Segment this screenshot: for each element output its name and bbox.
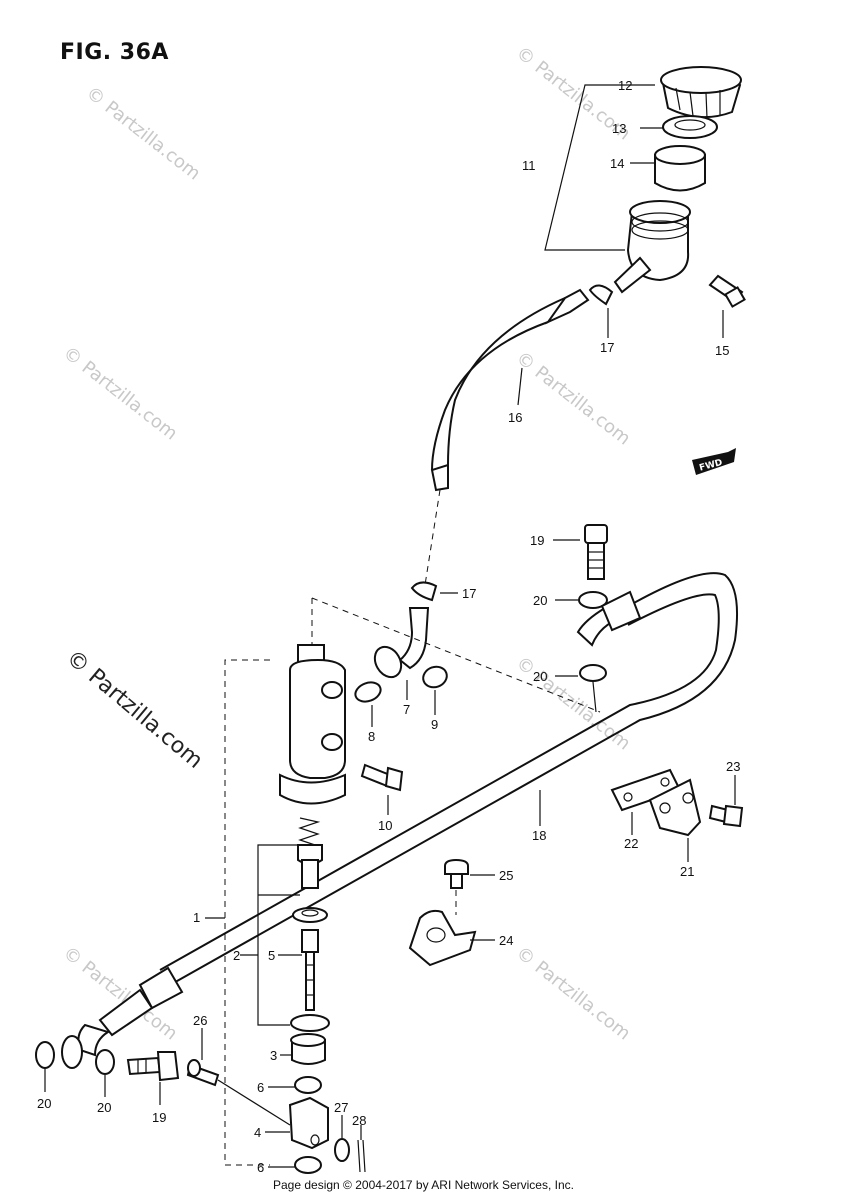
callout-1: 1 xyxy=(193,910,200,925)
banjo-bolt-19b xyxy=(126,1051,180,1082)
dashed-path xyxy=(224,659,270,1166)
nut-6b xyxy=(294,1156,322,1174)
nut-6a xyxy=(294,1076,322,1094)
leader-2-bracket xyxy=(257,844,300,1026)
watermark: © Partzilla.com xyxy=(512,347,634,449)
watermark: © Partzilla.com xyxy=(82,82,204,184)
callout-20: 20 xyxy=(37,1096,51,1111)
washer-27 xyxy=(334,1138,350,1162)
hose-clamp-17a xyxy=(588,284,614,306)
spring xyxy=(298,817,321,847)
cotter-pin-28 xyxy=(357,1139,366,1173)
primary-cup xyxy=(297,844,323,889)
washer-20b xyxy=(579,664,607,682)
watermark: © Partzilla.com xyxy=(512,652,634,754)
callout-10: 10 xyxy=(378,818,392,833)
footer-copyright: Page design © 2004-2017 by ARI Network S… xyxy=(272,1178,574,1192)
washer-20c xyxy=(35,1041,55,1069)
bolt-23 xyxy=(708,804,744,828)
hose-joint-7 xyxy=(373,607,430,679)
reservoir-cap-12 xyxy=(660,66,742,119)
reservoir-body xyxy=(613,200,691,294)
callout-15: 15 xyxy=(715,343,729,358)
callout-26: 26 xyxy=(193,1013,207,1028)
boot-3 xyxy=(290,1033,326,1065)
callout-3: 3 xyxy=(270,1048,277,1063)
pin-26 xyxy=(186,1059,220,1087)
hose-holder-24 xyxy=(408,909,477,967)
plate-13 xyxy=(662,115,718,139)
watermarks: © Partzilla.com © Partzilla.com © Partzi… xyxy=(59,42,634,1044)
callout-28: 28 xyxy=(352,1113,366,1128)
fwd-arrow-icon: FWD xyxy=(692,448,736,475)
dashed-path xyxy=(311,597,601,713)
callout-8: 8 xyxy=(368,729,375,744)
callout-20: 20 xyxy=(533,669,547,684)
master-cylinder-body xyxy=(279,644,346,805)
callout-9: 9 xyxy=(431,717,438,732)
callout-6: 6 xyxy=(257,1080,264,1095)
hose-clamp-17b xyxy=(410,581,438,602)
circlip xyxy=(290,1014,330,1032)
callout-22: 22 xyxy=(624,836,638,851)
callouts: 12 13 11 14 17 15 16 19 17 20 20 8 7 9 2… xyxy=(37,78,740,1175)
washer-20a xyxy=(578,591,608,609)
callout-17: 17 xyxy=(600,340,614,355)
secondary-cup xyxy=(292,907,328,923)
reservoir-hose-16 xyxy=(430,288,590,492)
bolt-25 xyxy=(444,858,469,889)
leader-20b-line xyxy=(592,681,597,713)
callout-6: 6 xyxy=(257,1160,264,1175)
callout-4: 4 xyxy=(254,1125,261,1140)
callout-5: 5 xyxy=(268,948,275,963)
callout-19: 19 xyxy=(152,1110,166,1125)
callout-14: 14 xyxy=(610,156,624,171)
callout-13: 13 xyxy=(612,121,626,136)
callout-7: 7 xyxy=(403,702,410,717)
callout-18: 18 xyxy=(532,828,546,843)
washer-20d xyxy=(95,1049,115,1075)
callout-19: 19 xyxy=(530,533,544,548)
callout-12: 12 xyxy=(618,78,632,93)
brake-hose-18 xyxy=(77,572,738,1057)
callout-25: 25 xyxy=(499,868,513,883)
bolt-10 xyxy=(360,763,404,792)
callout-20: 20 xyxy=(97,1100,111,1115)
callout-27: 27 xyxy=(334,1100,348,1115)
callout-23: 23 xyxy=(726,759,740,774)
dashed-path xyxy=(424,489,441,586)
callout-20: 20 xyxy=(533,593,547,608)
watermark: © Partzilla.com xyxy=(512,942,634,1044)
callout-21: 21 xyxy=(680,864,694,879)
watermark: © Partzilla.com xyxy=(59,342,181,444)
pushrod-5 xyxy=(301,929,319,1011)
callout-24: 24 xyxy=(499,933,513,948)
callout-16: 16 xyxy=(508,410,522,425)
o-ring-8 xyxy=(354,681,382,703)
circlip-9 xyxy=(422,665,448,689)
bracket-21 xyxy=(648,778,702,837)
banjo-fitting-lower xyxy=(61,1035,83,1069)
diaphragm-14 xyxy=(654,145,706,192)
leader-11 xyxy=(544,84,625,251)
figure-title: FIG. 36A xyxy=(60,40,169,65)
callout-11: 11 xyxy=(522,158,536,173)
callout-17: 17 xyxy=(462,586,476,601)
watermark-large: © Partzilla.com xyxy=(61,645,207,773)
leader-26-line xyxy=(217,1079,291,1126)
banjo-bolt-19a xyxy=(584,524,608,580)
leader-16 xyxy=(517,367,523,406)
screw-15 xyxy=(708,274,746,308)
callout-2: 2 xyxy=(233,948,240,963)
clevis-4 xyxy=(288,1096,329,1150)
